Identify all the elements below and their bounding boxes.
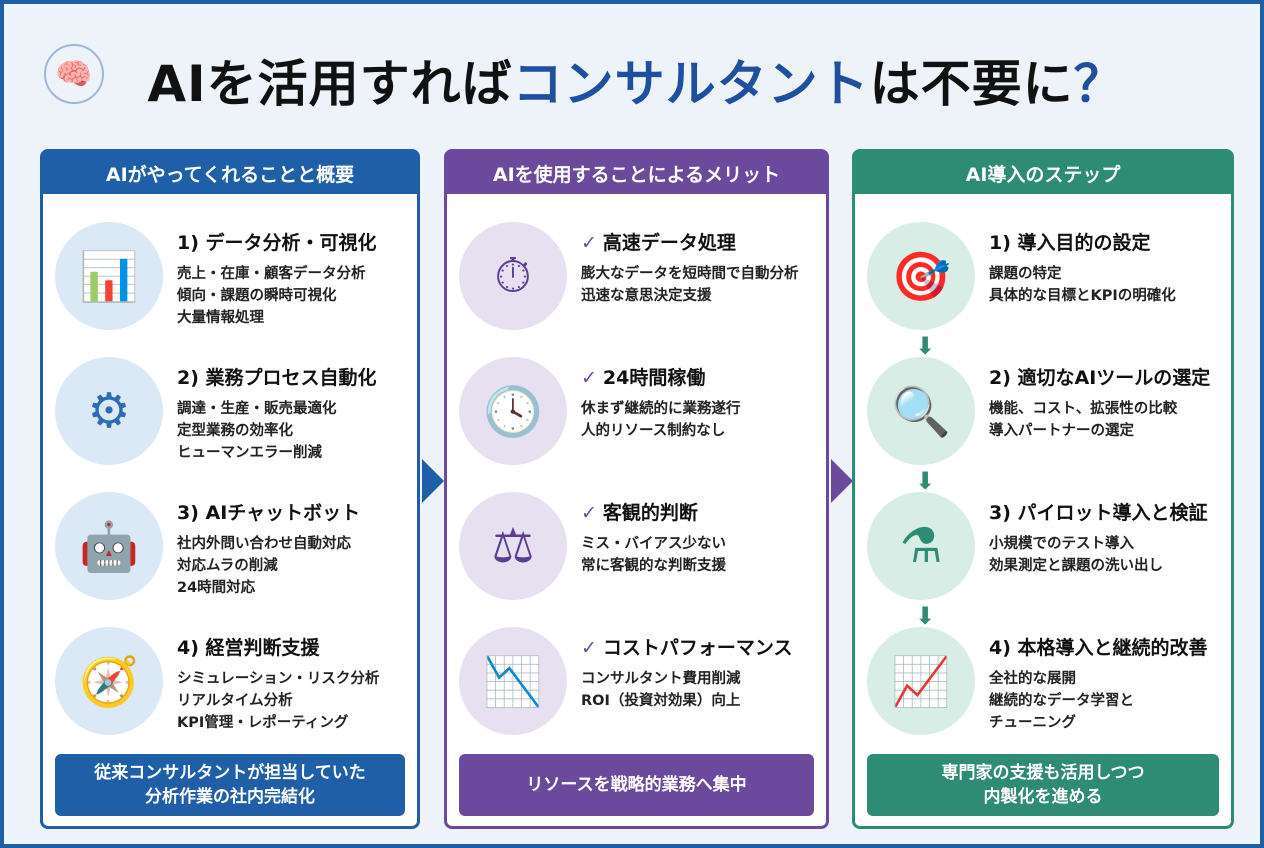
item-title: 4) 本格導入と継続的改善 <box>989 637 1208 659</box>
gear-circuit-icon: ⚙ <box>55 357 163 465</box>
clock-cycle-icon: 🕓 <box>459 357 567 465</box>
panel-1: AIがやってくれることと概要 📊 1) データ分析・可視化 売上・在庫・顧客デー… <box>40 149 420 829</box>
item-line: 24時間対応 <box>177 580 256 596</box>
panel-header: AIを使用することによるメリット <box>447 152 826 194</box>
item-line: 全社的な展開 <box>989 671 1076 687</box>
item-title: 2) 業務プロセス自動化 <box>177 367 377 389</box>
item-line: 具体的な目標とKPIの明確化 <box>989 288 1176 304</box>
page-title: AIを活用すればコンサルタントは不要に？ <box>147 55 1125 113</box>
list-item: 🕓 ✓24時間稼働 休まず継続的に業務遂行人的リソース制約なし <box>459 357 820 477</box>
arrow-down-icon: ⬇ <box>915 332 936 360</box>
panel-footer: 従来コンサルタントが担当していた分析作業の社内完結化 <box>55 754 405 816</box>
list-item: 🔍 2) 適切なAIツールの選定 機能、コスト、拡張性の比較導入パートナーの選定 <box>867 357 1225 477</box>
panel-2: AIを使用することによるメリット ⏱ ✓高速データ処理 膨大なデータを短時間で自… <box>444 149 829 829</box>
list-item: 📈 4) 本格導入と継続的改善 全社的な展開継続的なデータ学習とチューニング <box>867 627 1225 747</box>
item-line: 機能、コスト、拡張性の比較 <box>989 401 1178 417</box>
list-item: 🤖 3) AIチャットボット 社内外問い合わせ自動対応対応ムラの削減 24時間対応 <box>55 492 411 612</box>
panel-footer: 専門家の支援も活用しつつ内製化を進める <box>867 754 1219 816</box>
item-line: 課題の特定 <box>989 266 1062 282</box>
panel-footer: リソースを戦略的業務へ集中 <box>459 754 814 816</box>
arrow-down-icon: ⬇ <box>915 467 936 495</box>
growth-chart-icon: 📈 <box>867 627 975 735</box>
arrow-right-icon <box>422 459 444 503</box>
chatbot-icon: 🤖 <box>55 492 163 600</box>
item-line: 膨大なデータを短時間で自動分析 <box>581 266 799 282</box>
arrow-down-icon: ⬇ <box>915 602 936 630</box>
list-item: ⚖ ✓客観的判断 ミス・バイアス少ない常に客観的な判断支援 <box>459 492 820 612</box>
item-title: ✓客観的判断 <box>581 502 698 524</box>
item-line: 小規模でのテスト導入 <box>989 536 1134 552</box>
item-line: 迅速な意思決定支援 <box>581 288 712 304</box>
item-title: 3) AIチャットボット <box>177 502 361 524</box>
item-title: ✓高速データ処理 <box>581 232 736 254</box>
item-title: 2) 適切なAIツールの選定 <box>989 367 1211 389</box>
compass-target-icon: 🧭 <box>55 627 163 735</box>
panel-header: AIがやってくれることと概要 <box>43 152 417 194</box>
item-line: 調達・生産・販売最適化 <box>177 401 337 417</box>
item-line: コンサルタント費用削減 <box>581 671 741 687</box>
arrow-right-icon <box>831 459 853 503</box>
item-line: 対応ムラの削減 <box>177 558 278 574</box>
item-title: 3) パイロット導入と検証 <box>989 502 1208 524</box>
item-line: ミス・バイアス少ない <box>581 536 726 552</box>
item-line: 傾向・課題の瞬時可視化 <box>177 288 337 304</box>
item-line: 導入パートナーの選定 <box>989 423 1134 439</box>
item-title: 1) 導入目的の設定 <box>989 232 1151 254</box>
list-item: 📊 1) データ分析・可視化 売上・在庫・顧客データ分析傾向・課題の瞬時可視化大… <box>55 222 411 342</box>
item-line: 効果測定と課題の洗い出し <box>989 558 1163 574</box>
brain-icon: 🧠 <box>44 44 104 104</box>
item-title: 1) データ分析・可視化 <box>177 232 377 254</box>
item-title: ✓24時間稼働 <box>581 367 706 389</box>
item-line: チューニング <box>989 715 1076 731</box>
list-item: ⚙ 2) 業務プロセス自動化 調達・生産・販売最適化定型業務の効率化ヒューマンエ… <box>55 357 411 477</box>
item-line: リアルタイム分析 <box>177 693 293 709</box>
panel-3: AI導入のステップ 🎯 1) 導入目的の設定 課題の特定具体的な目標とKPIの明… <box>852 149 1234 829</box>
list-item: 📉 ✓コストパフォーマンス コンサルタント費用削減 ROI（投資対効果）向上 <box>459 627 820 747</box>
stopwatch-icon: ⏱ <box>459 222 567 330</box>
item-title: ✓コストパフォーマンス <box>581 637 793 659</box>
item-title: 4) 経営判断支援 <box>177 637 320 659</box>
list-item: 🧭 4) 経営判断支援 シミュレーション・リスク分析リアルタイム分析 KPI管理・… <box>55 627 411 747</box>
list-item: 🎯 1) 導入目的の設定 課題の特定具体的な目標とKPIの明確化 <box>867 222 1225 342</box>
item-line: 常に客観的な判断支援 <box>581 558 726 574</box>
scale-brain-icon: ⚖ <box>459 492 567 600</box>
check-icon: ✓ <box>581 367 597 389</box>
list-item: ⚗ 3) パイロット導入と検証 小規模でのテスト導入効果測定と課題の洗い出し <box>867 492 1225 612</box>
magnifier-check-icon: 🔍 <box>867 357 975 465</box>
item-line: ROI（投資対効果）向上 <box>581 693 741 709</box>
item-line: 継続的なデータ学習と <box>989 693 1134 709</box>
coins-down-icon: 📉 <box>459 627 567 735</box>
item-line: ヒューマンエラー削減 <box>177 445 322 461</box>
check-icon: ✓ <box>581 502 597 524</box>
item-line: 社内外問い合わせ自動対応 <box>177 536 351 552</box>
panel-header: AI導入のステップ <box>855 152 1231 194</box>
check-icon: ✓ <box>581 637 597 659</box>
item-line: シミュレーション・リスク分析 <box>177 671 380 687</box>
target-icon: 🎯 <box>867 222 975 330</box>
item-line: 休まず継続的に業務遂行 <box>581 401 741 417</box>
item-line: 売上・在庫・顧客データ分析 <box>177 266 366 282</box>
check-icon: ✓ <box>581 232 597 254</box>
dashboard-icon: 📊 <box>55 222 163 330</box>
list-item: ⏱ ✓高速データ処理 膨大なデータを短時間で自動分析迅速な意思決定支援 <box>459 222 820 342</box>
item-line: 大量情報処理 <box>177 310 264 326</box>
item-line: KPI管理・レポーティング <box>177 715 349 731</box>
item-line: 人的リソース制約なし <box>581 423 726 439</box>
item-line: 定型業務の効率化 <box>177 423 293 439</box>
flask-icon: ⚗ <box>867 492 975 600</box>
